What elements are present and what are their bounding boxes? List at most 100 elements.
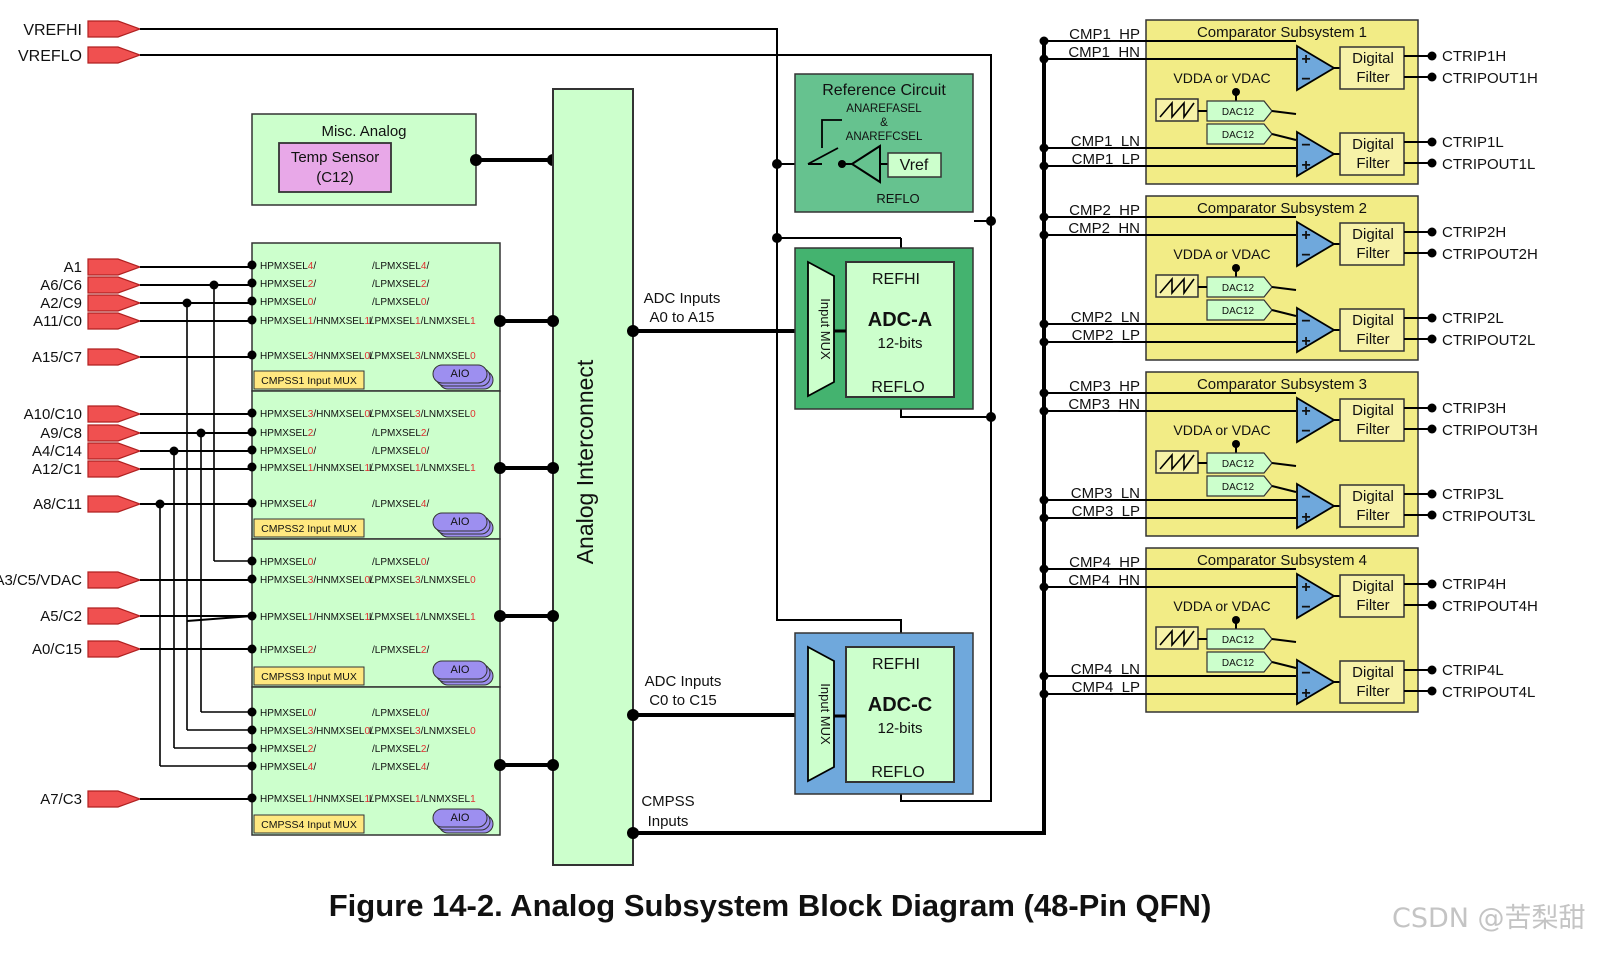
aio-pill-1-0 (432, 364, 488, 384)
cmpss4-mux-label: CMPSS4 Input MUX (261, 819, 357, 831)
adc-c-core-box (845, 646, 955, 783)
anarefcsel-label: ANAREFCSEL (846, 131, 923, 143)
comparator-3-in-label-2: CMP3_LN (1071, 485, 1140, 502)
comparator-3-comparator-high-icon (1296, 396, 1336, 444)
comparator-3-in-label-1: CMP3_HN (1068, 396, 1140, 413)
comparator-3-dac-2-label: DAC12 (1222, 482, 1255, 493)
comparator-4-out-dot-b-1 (1427, 686, 1437, 696)
comparator-2-out-1: CTRIP2H (1442, 224, 1506, 241)
comparator-4-comparator-high-icon (1296, 572, 1336, 620)
comparator-4-dac-1-box (1206, 628, 1273, 650)
mux3-row4-lp: /LPMXSEL2/ (372, 645, 429, 656)
comparator-1-filter-label-a-1: Digital (1352, 136, 1394, 153)
vrefhi-wire (140, 28, 902, 647)
comparator-2-out-dot-b-0 (1427, 248, 1437, 258)
comparator-4-cmp-sign-a-0: + (1301, 579, 1310, 596)
ref-switch-dot (838, 160, 846, 168)
watermark: CSDN @苦梨甜 (1392, 903, 1586, 934)
pin-a6-c6-label: A6/C6 (40, 277, 82, 294)
comparator-4-ramp-icon (1159, 628, 1195, 648)
vrefhi-junction-1 (772, 159, 782, 169)
comparator-4-filter-label-a-0: Digital (1352, 578, 1394, 595)
cmpss4-aio-label: AIO (451, 812, 470, 824)
adc-c-reflo-label: REFLO (871, 764, 924, 781)
comparator-3-cmp-sign-a-1: − (1301, 489, 1310, 506)
ref-pin-label-vrefhi: VREFHI (23, 22, 82, 39)
comparator-2-digital-filter-box-1 (1339, 222, 1405, 266)
cmpss1-mux-label: CMPSS1 Input MUX (261, 375, 357, 387)
cross-bus-dot-3 (169, 446, 179, 456)
comparator-2-digital-filter-box-2 (1339, 308, 1405, 352)
comparator-4-out-3: CTRIP4L (1442, 662, 1504, 679)
mux1-row5-lp: LPMXSEL3/LNMXSEL0 (369, 351, 476, 362)
mux1-row1-dot (247, 260, 257, 270)
pin-a15-c7-icon (87, 348, 142, 366)
comparator-2-out-2: CTRIPOUT2H (1442, 246, 1538, 263)
comparator-1-dac-wire-1 (1271, 133, 1297, 141)
comparator-4-digital-filter-box-2 (1339, 660, 1405, 704)
comparator-4-out-dot-a-1 (1427, 665, 1437, 675)
comparator-2-ramp-icon (1159, 276, 1195, 296)
ref-pin-label-vreflo: VREFLO (18, 48, 82, 65)
mux4-row5-hp: HPMXSEL1/HNMXSEL1/ (260, 794, 373, 805)
comparator-4-out-dot-a-0 (1427, 579, 1437, 589)
comparator-4-title: Comparator Subsystem 4 (1197, 552, 1367, 569)
comparator-4-comparator-low-icon (1296, 658, 1336, 706)
mux2-row4-lp: LPMXSEL1/LNMXSEL1 (369, 463, 476, 474)
pin-a4-c14-icon (87, 442, 142, 460)
comparator-3-out-dot-a-0 (1427, 403, 1437, 413)
comparator-1-dac-2-label: DAC12 (1222, 130, 1255, 141)
comparator-1-in-label-0: CMP1_HP (1069, 26, 1140, 43)
pin-a2-c9-icon (87, 294, 142, 312)
comparator-3-out-dot-b-1 (1427, 510, 1437, 520)
comparator-4-out-4: CTRIPOUT4L (1442, 684, 1535, 701)
mux1-row3-lp: /LPMXSEL0/ (372, 297, 429, 308)
pin-a2-c9-label: A2/C9 (40, 295, 82, 312)
comparator-4-in-dot-0 (1039, 564, 1049, 574)
pin-a0-c15-label: A0/C15 (32, 641, 82, 658)
adc-c-bits-label: 12-bits (877, 720, 922, 737)
comparator-4-out-2: CTRIPOUT4H (1442, 598, 1538, 615)
pin-a10-c10-label: A10/C10 (24, 406, 82, 423)
ref-pin-vreflo-icon (87, 46, 142, 64)
comparator-3-out-3: CTRIP3L (1442, 486, 1504, 503)
comparator-3-out-dot-a-1 (1427, 489, 1437, 499)
comparator-4-in-label-2: CMP4_LN (1071, 661, 1140, 678)
pin-a8-c11-label: A8/C11 (33, 496, 82, 513)
mux4-row2-hp: HPMXSEL3/HNMXSEL0/ (260, 726, 373, 737)
comparator-3-filter-label-a-1: Digital (1352, 488, 1394, 505)
mux4-row1-hp: HPMXSEL0/ (260, 708, 316, 719)
comparator-1-dac-1-box (1206, 100, 1273, 122)
cross-extra (186, 615, 253, 622)
mux4-row4-hp: HPMXSEL4/ (260, 762, 316, 773)
cmpss3-mux-label: CMPSS3 Input MUX (261, 671, 357, 683)
comparator-2-vdda-label: VDDA or VDAC (1173, 246, 1270, 262)
comparator-3-dac-wire-0 (1271, 462, 1297, 467)
mux4-row5-lp: LPMXSEL1/LNMXSEL1 (369, 794, 476, 805)
mux1-row2-lp: /LPMXSEL2/ (372, 279, 429, 290)
cmpss2-bus-dot-1 (494, 462, 506, 474)
comparator-1-filter-label-b-0: Filter (1356, 69, 1389, 86)
comparator-3-digital-filter-box-1 (1339, 398, 1405, 442)
misc-bus-dot-1 (470, 154, 482, 166)
adc-a-bits-label: 12-bits (877, 335, 922, 352)
comparator-1-dac-2-box (1206, 123, 1273, 145)
comparator-3-out-dot-b-0 (1427, 424, 1437, 434)
adc-c-refhi-label: REFHI (872, 656, 920, 673)
comparator-3-out-1: CTRIP3H (1442, 400, 1506, 417)
mux2-row3-lp: /LPMXSEL0/ (372, 446, 429, 457)
comparator-1-cmp-sign-a-1: − (1301, 137, 1310, 154)
comparator-1-in-dot-3 (1039, 161, 1049, 171)
comparator-3-out-4: CTRIPOUT3L (1442, 508, 1535, 525)
mux1-row4-lp: LPMXSEL1/LNMXSEL1 (369, 316, 476, 327)
temp-sensor-label: Temp Sensor (291, 149, 379, 166)
comparator-3-in-label-0: CMP3_HP (1069, 378, 1140, 395)
adc-a-inputs-label-1: ADC Inputs (644, 290, 721, 307)
comparator-4-filter-label-a-1: Digital (1352, 664, 1394, 681)
adc-a-name: ADC-A (868, 309, 932, 331)
comparator-2-cmp-sign-b-1: + (1301, 333, 1310, 350)
pin-a11-c0-icon (87, 312, 142, 330)
mux3-row4-hp: HPMXSEL2/ (260, 645, 316, 656)
temp-sensor-box (278, 142, 392, 193)
comparator-2-out-3: CTRIP2L (1442, 310, 1504, 327)
